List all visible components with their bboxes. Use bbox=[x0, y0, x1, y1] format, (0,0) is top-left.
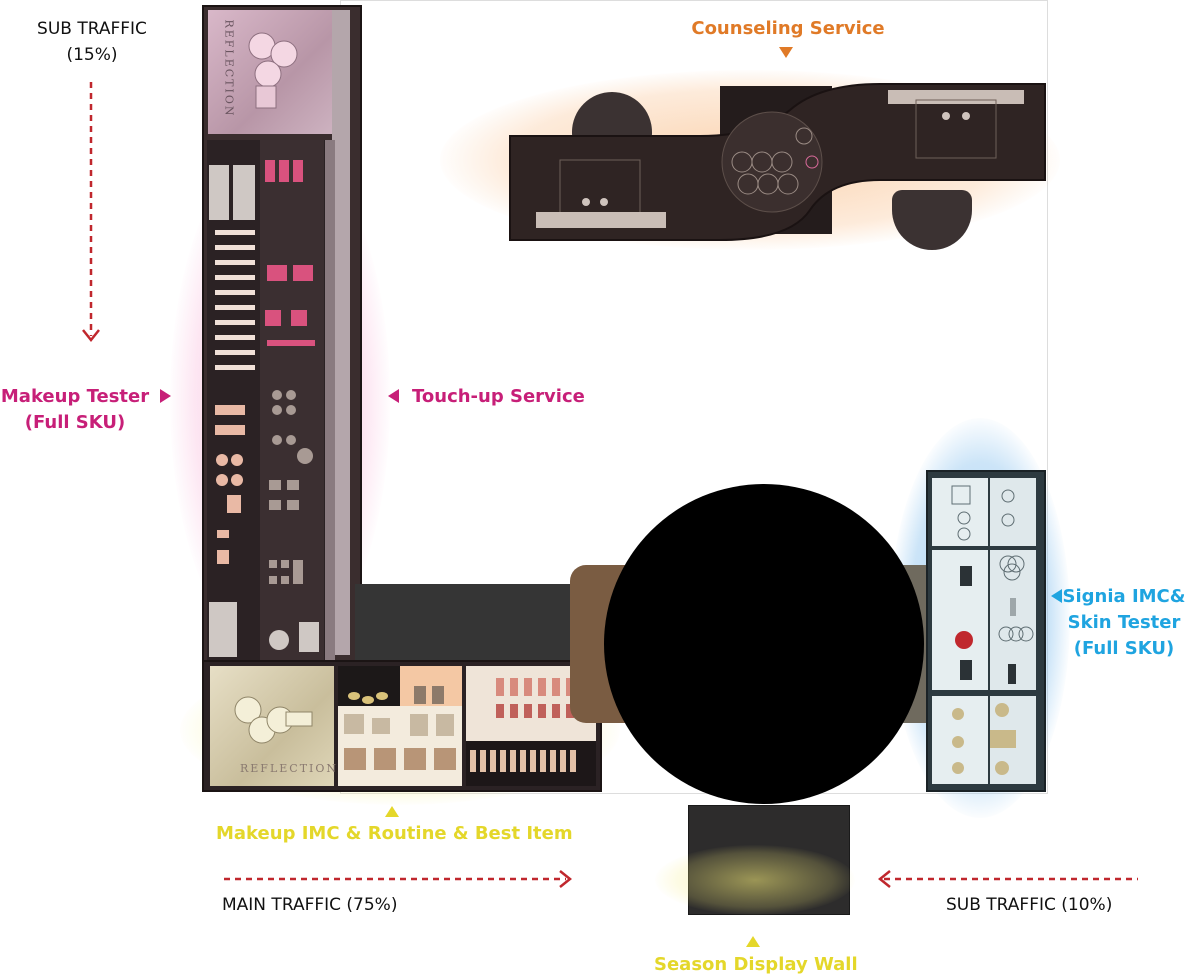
main-traffic-arrow-icon bbox=[224, 870, 573, 888]
touch-up-label: Touch-up Service bbox=[412, 386, 585, 407]
sub-traffic-top-arrow-icon bbox=[82, 82, 100, 343]
makeup-imc-label: Makeup IMC & Routine & Best Item bbox=[216, 823, 573, 844]
signia-line1: Signia IMC& bbox=[1062, 586, 1186, 607]
reflection-compacts-icon bbox=[248, 32, 298, 109]
sub-traffic-top-label: SUB TRAFFIC (15%) bbox=[12, 16, 172, 68]
signia-products-icon bbox=[932, 478, 1036, 784]
makeup-tester-label: Makeup Tester (Full SKU) bbox=[0, 384, 150, 436]
signia-line3: (Full SKU) bbox=[1073, 638, 1175, 659]
round-display-table bbox=[604, 484, 924, 804]
makeup-tester-line1: Makeup Tester bbox=[0, 386, 150, 407]
season-wall-pointer-icon bbox=[746, 936, 760, 947]
makeup-imc-pointer-icon bbox=[385, 806, 399, 817]
makeup-tester-pointer-icon bbox=[160, 389, 171, 403]
brand-wordmark-bottom: REFLECTION bbox=[240, 762, 339, 775]
counseling-label: Counseling Service bbox=[688, 16, 888, 42]
season-wall-glow bbox=[655, 845, 855, 915]
signia-label: Signia IMC& Skin Tester (Full SKU) bbox=[1060, 584, 1188, 662]
sub-traffic-top-title: SUB TRAFFIC bbox=[37, 19, 147, 39]
touch-up-pointer-icon bbox=[388, 389, 399, 403]
sub-traffic-top-pct: (15%) bbox=[66, 45, 118, 65]
reflection-compacts-bottom-icon bbox=[234, 696, 313, 744]
tester-shelf-inner bbox=[260, 140, 324, 660]
brand-wordmark-top: REFLECTION bbox=[222, 19, 236, 118]
routine-products-icon bbox=[338, 666, 462, 770]
counseling-pointer-icon bbox=[779, 47, 793, 58]
counseling-counter bbox=[509, 83, 1046, 241]
makeup-tester-line2: (Full SKU) bbox=[24, 412, 126, 433]
top-panel-strip bbox=[332, 10, 350, 655]
season-wall-label: Season Display Wall bbox=[654, 954, 858, 975]
counseling-label-text: Counseling Service bbox=[691, 18, 885, 39]
sub-traffic-right-arrow-icon bbox=[877, 870, 1138, 888]
signia-pointer-icon bbox=[1051, 589, 1062, 603]
tester-shelf-accent bbox=[325, 140, 335, 660]
main-traffic-label: MAIN TRAFFIC (75%) bbox=[222, 895, 398, 915]
tester-products-icon bbox=[209, 160, 319, 657]
signia-line2: Skin Tester bbox=[1067, 612, 1181, 633]
counter-connector bbox=[355, 584, 585, 666]
sub-traffic-right-label: SUB TRAFFIC (10%) bbox=[946, 895, 1113, 915]
